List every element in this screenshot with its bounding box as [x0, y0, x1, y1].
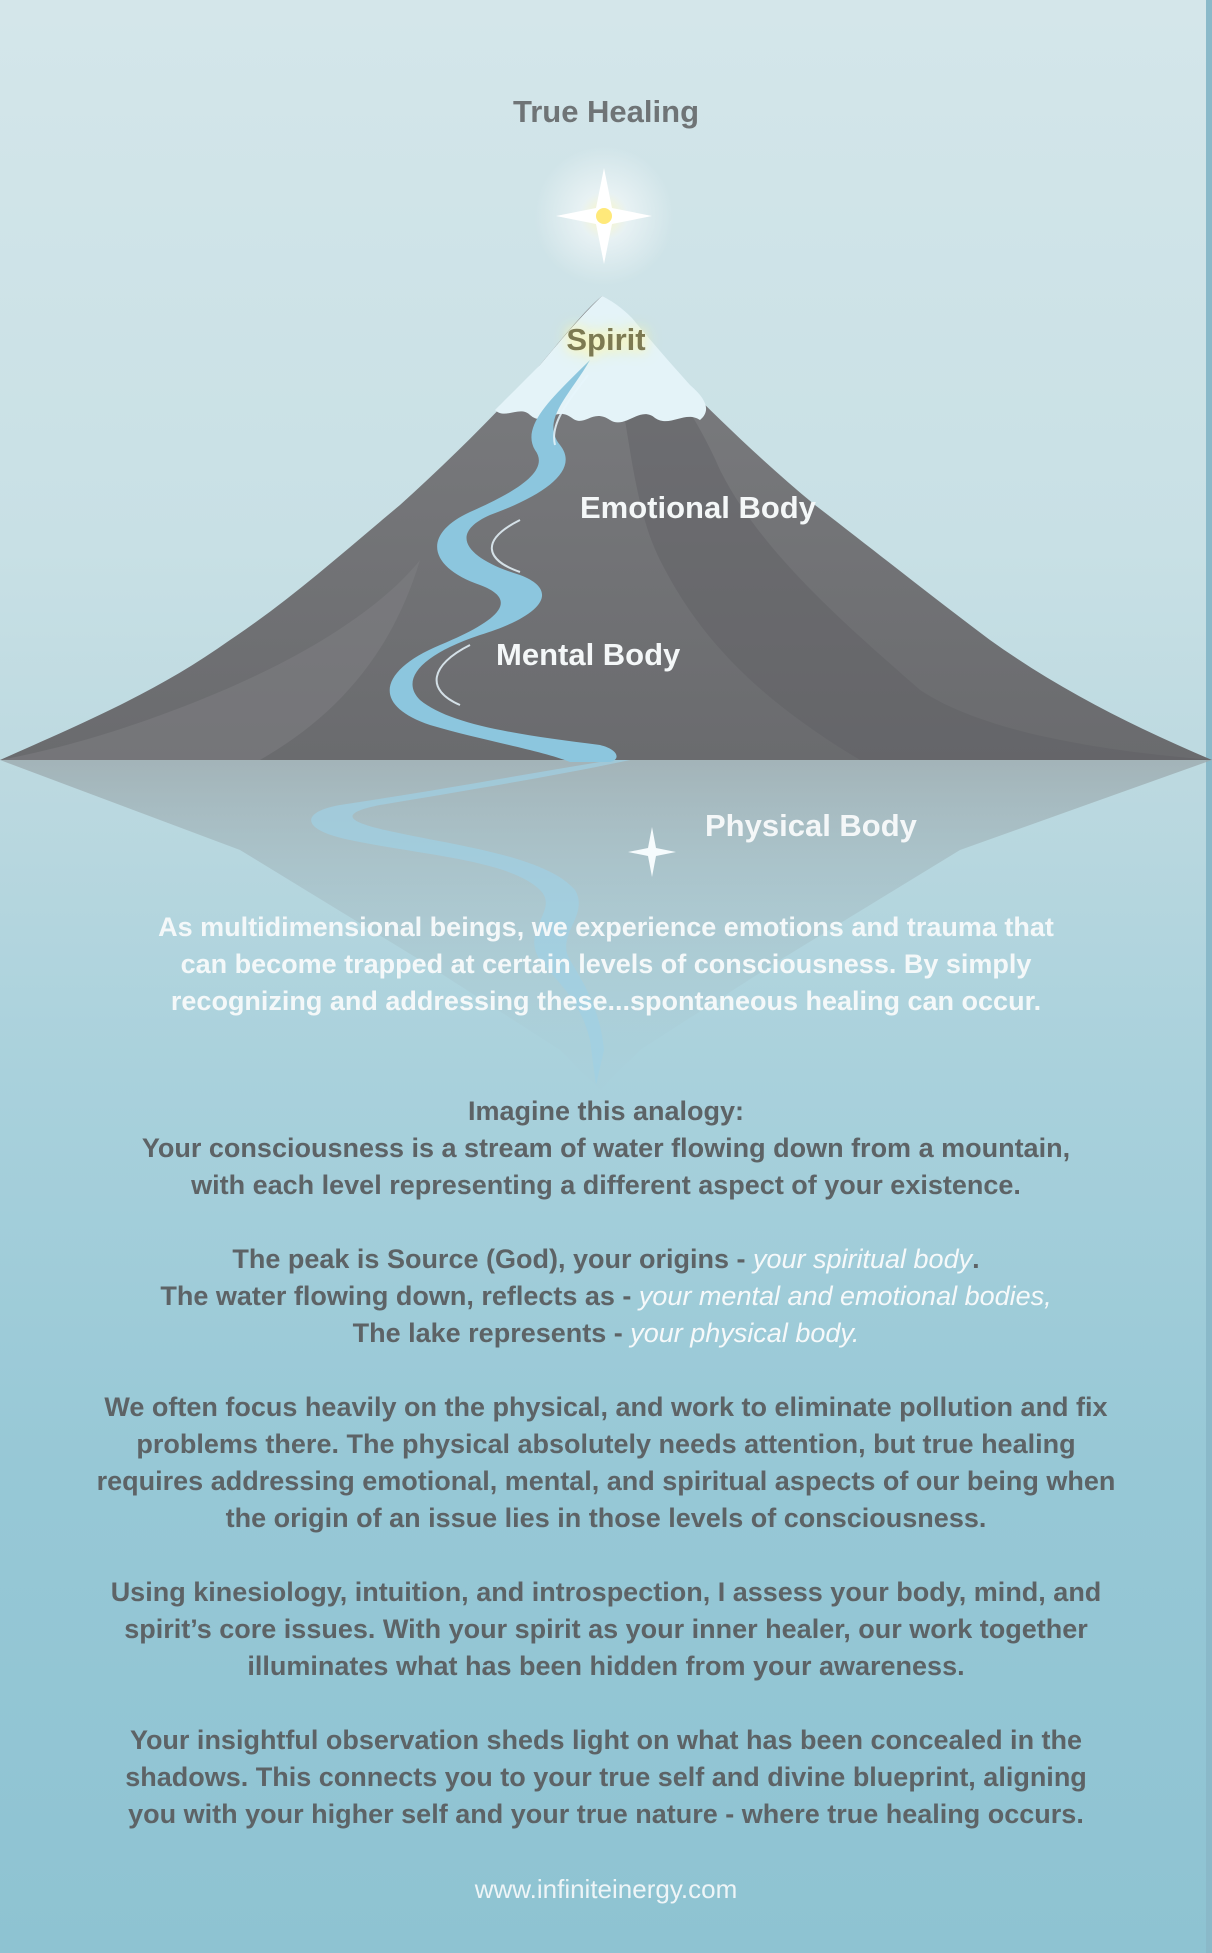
website-link[interactable]: www.infiniteinergy.com [474, 1874, 738, 1904]
paragraph-insight: Your insightful observation sheds light … [125, 1725, 1087, 1829]
intro-line: As multidimensional beings, we experienc… [158, 912, 1054, 942]
paragraph-physical-focus: We often focus heavily on the physical, … [96, 1392, 1116, 1533]
sparkle-icon [628, 827, 676, 877]
intro-line: can become trapped at certain levels of … [180, 949, 1032, 979]
mapping-line: The peak is Source (God), your origins -… [232, 1244, 980, 1274]
mountain [0, 296, 1212, 760]
lake-reflection [0, 760, 1212, 1090]
star-icon [534, 146, 674, 286]
label-physical-body: Physical Body [705, 808, 917, 843]
analogy-line: with each level representing a different… [191, 1170, 1021, 1200]
mapping-paragraph: The peak is Source (God), your origins -… [40, 1241, 1172, 1352]
mapping-line: The water flowing down, reflects as - yo… [160, 1281, 1052, 1311]
intro-line: recognizing and addressing these...spont… [170, 986, 1042, 1016]
stream-reflection [311, 760, 630, 1085]
label-emotional-body: Emotional Body [580, 490, 816, 525]
analogy-line: Your consciousness is a stream of water … [141, 1133, 1071, 1163]
label-mental-body: Mental Body [496, 637, 681, 672]
label-spirit: Spirit [566, 322, 646, 357]
mapping-line: The lake represents - your physical body… [352, 1318, 860, 1348]
intro-text: As multidimensional beings, we experienc… [100, 909, 1112, 1020]
snow-cap [495, 296, 707, 423]
title-true-healing: True Healing [512, 94, 700, 129]
paragraph-kinesiology: Using kinesiology, intuition, and intros… [110, 1577, 1102, 1681]
analogy-heading: Imagine this analogy: [467, 1096, 745, 1126]
mountain-shadow [602, 296, 1212, 760]
mountain-illustration [0, 146, 1212, 1090]
mountain-ridge [0, 560, 420, 760]
analogy-paragraph: Imagine this analogy: Your consciousness… [40, 1093, 1172, 1204]
body-text: Imagine this analogy: Your consciousness… [40, 1093, 1172, 1870]
page-edge-strip [1206, 0, 1212, 1953]
stream [389, 360, 617, 762]
